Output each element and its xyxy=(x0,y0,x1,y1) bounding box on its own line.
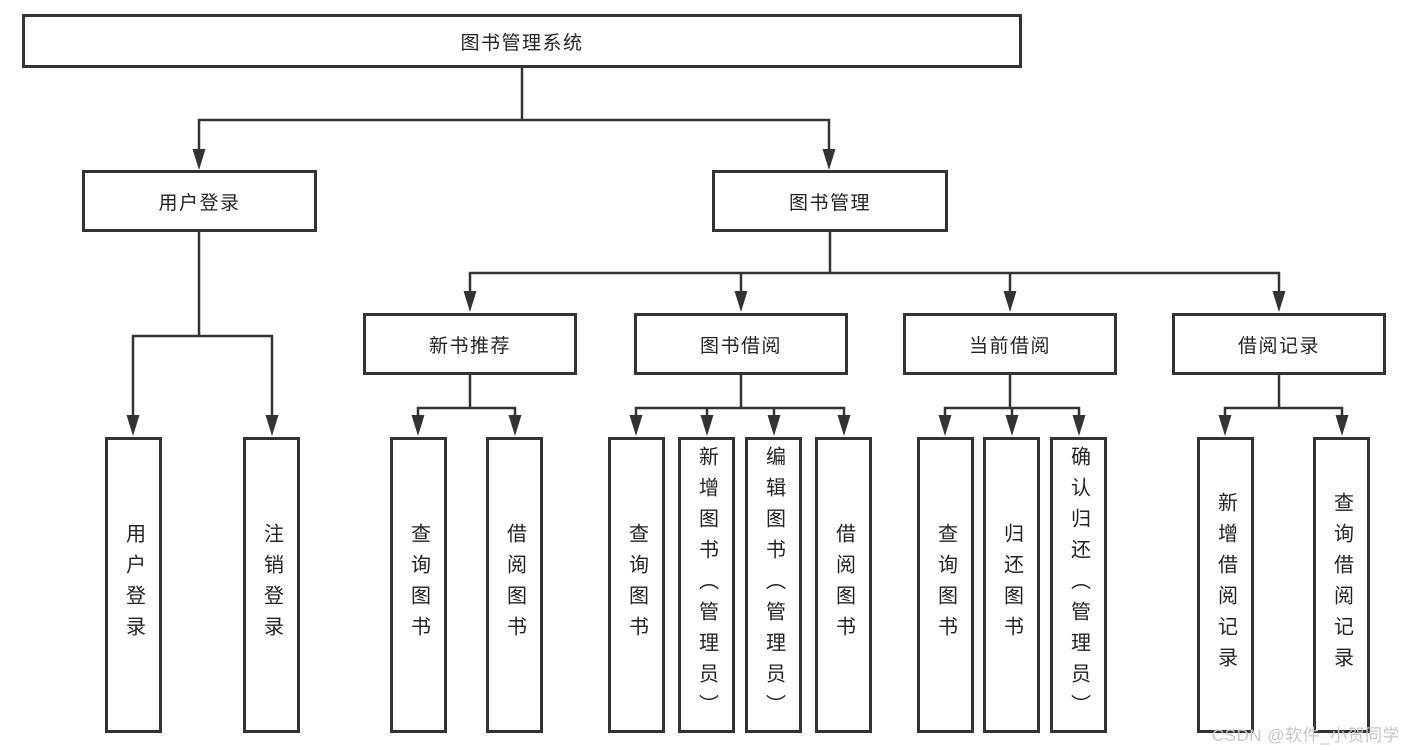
arrow-down-icon xyxy=(1272,291,1286,312)
node-label: 借阅图书 xyxy=(503,523,526,647)
connector-book-management-to-level3 xyxy=(468,232,1281,294)
arrow-down-icon xyxy=(734,291,748,312)
node-label: 编辑图书（管理员） xyxy=(762,445,785,725)
node-label: 用户登录 xyxy=(158,192,241,214)
node-label: 新书推荐 xyxy=(428,335,511,357)
node-label: 借阅记录 xyxy=(1237,335,1320,357)
arrow-down-icon xyxy=(1005,415,1019,436)
node-label: 查询借阅记录 xyxy=(1330,492,1353,678)
node-library-management-system: 图书管理系统 xyxy=(22,14,1022,68)
node-new-book-recommendation: 新书推荐 xyxy=(363,313,577,375)
arrow-down-icon xyxy=(629,415,643,436)
watermark: CSDN @软件_小贺同学 xyxy=(1211,726,1400,745)
node-leaf-add-borrow-record: 新增借阅记录 xyxy=(1197,437,1254,733)
connector-borrowing-records-to-leaves xyxy=(1223,375,1344,418)
node-label: 用户登录 xyxy=(122,523,145,647)
connector-user-login-to-leaves xyxy=(131,232,274,418)
node-leaf-confirm-return-admin: 确认归还（管理员） xyxy=(1050,437,1107,733)
arrow-down-icon xyxy=(463,291,477,312)
arrow-down-icon xyxy=(938,415,952,436)
node-leaf-query-books-3: 查询图书 xyxy=(917,437,974,733)
arrow-down-icon xyxy=(508,415,522,436)
arrow-down-icon xyxy=(822,149,836,170)
node-label: 借阅图书 xyxy=(832,523,855,647)
arrow-down-icon xyxy=(192,149,206,170)
node-leaf-borrow-books-1: 借阅图书 xyxy=(486,437,543,733)
node-book-management: 图书管理 xyxy=(712,170,948,232)
node-label: 注销登录 xyxy=(260,523,283,647)
node-leaf-borrow-books-2: 借阅图书 xyxy=(815,437,872,733)
arrow-down-icon xyxy=(265,415,279,436)
arrow-down-icon xyxy=(837,415,851,436)
node-label: 新增图书（管理员） xyxy=(695,445,718,725)
connector-current-borrowing-to-leaves xyxy=(943,375,1081,418)
arrow-down-icon xyxy=(767,415,781,436)
arrow-down-icon xyxy=(1335,415,1349,436)
node-label: 图书借阅 xyxy=(699,335,782,357)
node-leaf-return-books: 归还图书 xyxy=(983,437,1040,733)
node-leaf-query-borrow-record: 查询借阅记录 xyxy=(1313,437,1370,733)
node-leaf-edit-books-admin: 编辑图书（管理员） xyxy=(745,437,802,733)
node-label: 当前借阅 xyxy=(968,335,1051,357)
node-current-borrowing: 当前借阅 xyxy=(903,313,1117,375)
connector-book-borrowing-to-leaves xyxy=(634,375,846,418)
arrowhead-icons xyxy=(126,149,1349,436)
node-label: 图书管理系统 xyxy=(460,32,584,54)
arrow-down-icon xyxy=(411,415,425,436)
node-leaf-query-books-1: 查询图书 xyxy=(390,437,447,733)
arrow-down-icon xyxy=(1218,415,1232,436)
node-label: 查询图书 xyxy=(625,523,648,647)
node-label: 查询图书 xyxy=(934,523,957,647)
connector-new-book-to-leaves xyxy=(416,375,517,418)
node-leaf-user-login: 用户登录 xyxy=(105,437,162,733)
node-label: 归还图书 xyxy=(1000,523,1023,647)
node-leaf-add-books-admin: 新增图书（管理员） xyxy=(678,437,735,733)
node-user-login: 用户登录 xyxy=(82,170,317,232)
node-label: 新增借阅记录 xyxy=(1214,492,1237,678)
node-label: 查询图书 xyxy=(407,523,430,647)
arrow-down-icon xyxy=(1003,291,1017,312)
node-borrowing-records: 借阅记录 xyxy=(1172,313,1386,375)
connector-root-to-level2 xyxy=(197,68,831,152)
arrow-down-icon xyxy=(1072,415,1086,436)
node-leaf-logout: 注销登录 xyxy=(243,437,300,733)
node-book-borrowing: 图书借阅 xyxy=(634,313,848,375)
arrow-down-icon xyxy=(126,415,140,436)
node-leaf-query-books-2: 查询图书 xyxy=(608,437,665,733)
arrow-down-icon xyxy=(700,415,714,436)
node-label: 确认归还（管理员） xyxy=(1067,445,1090,725)
node-label: 图书管理 xyxy=(788,192,871,214)
